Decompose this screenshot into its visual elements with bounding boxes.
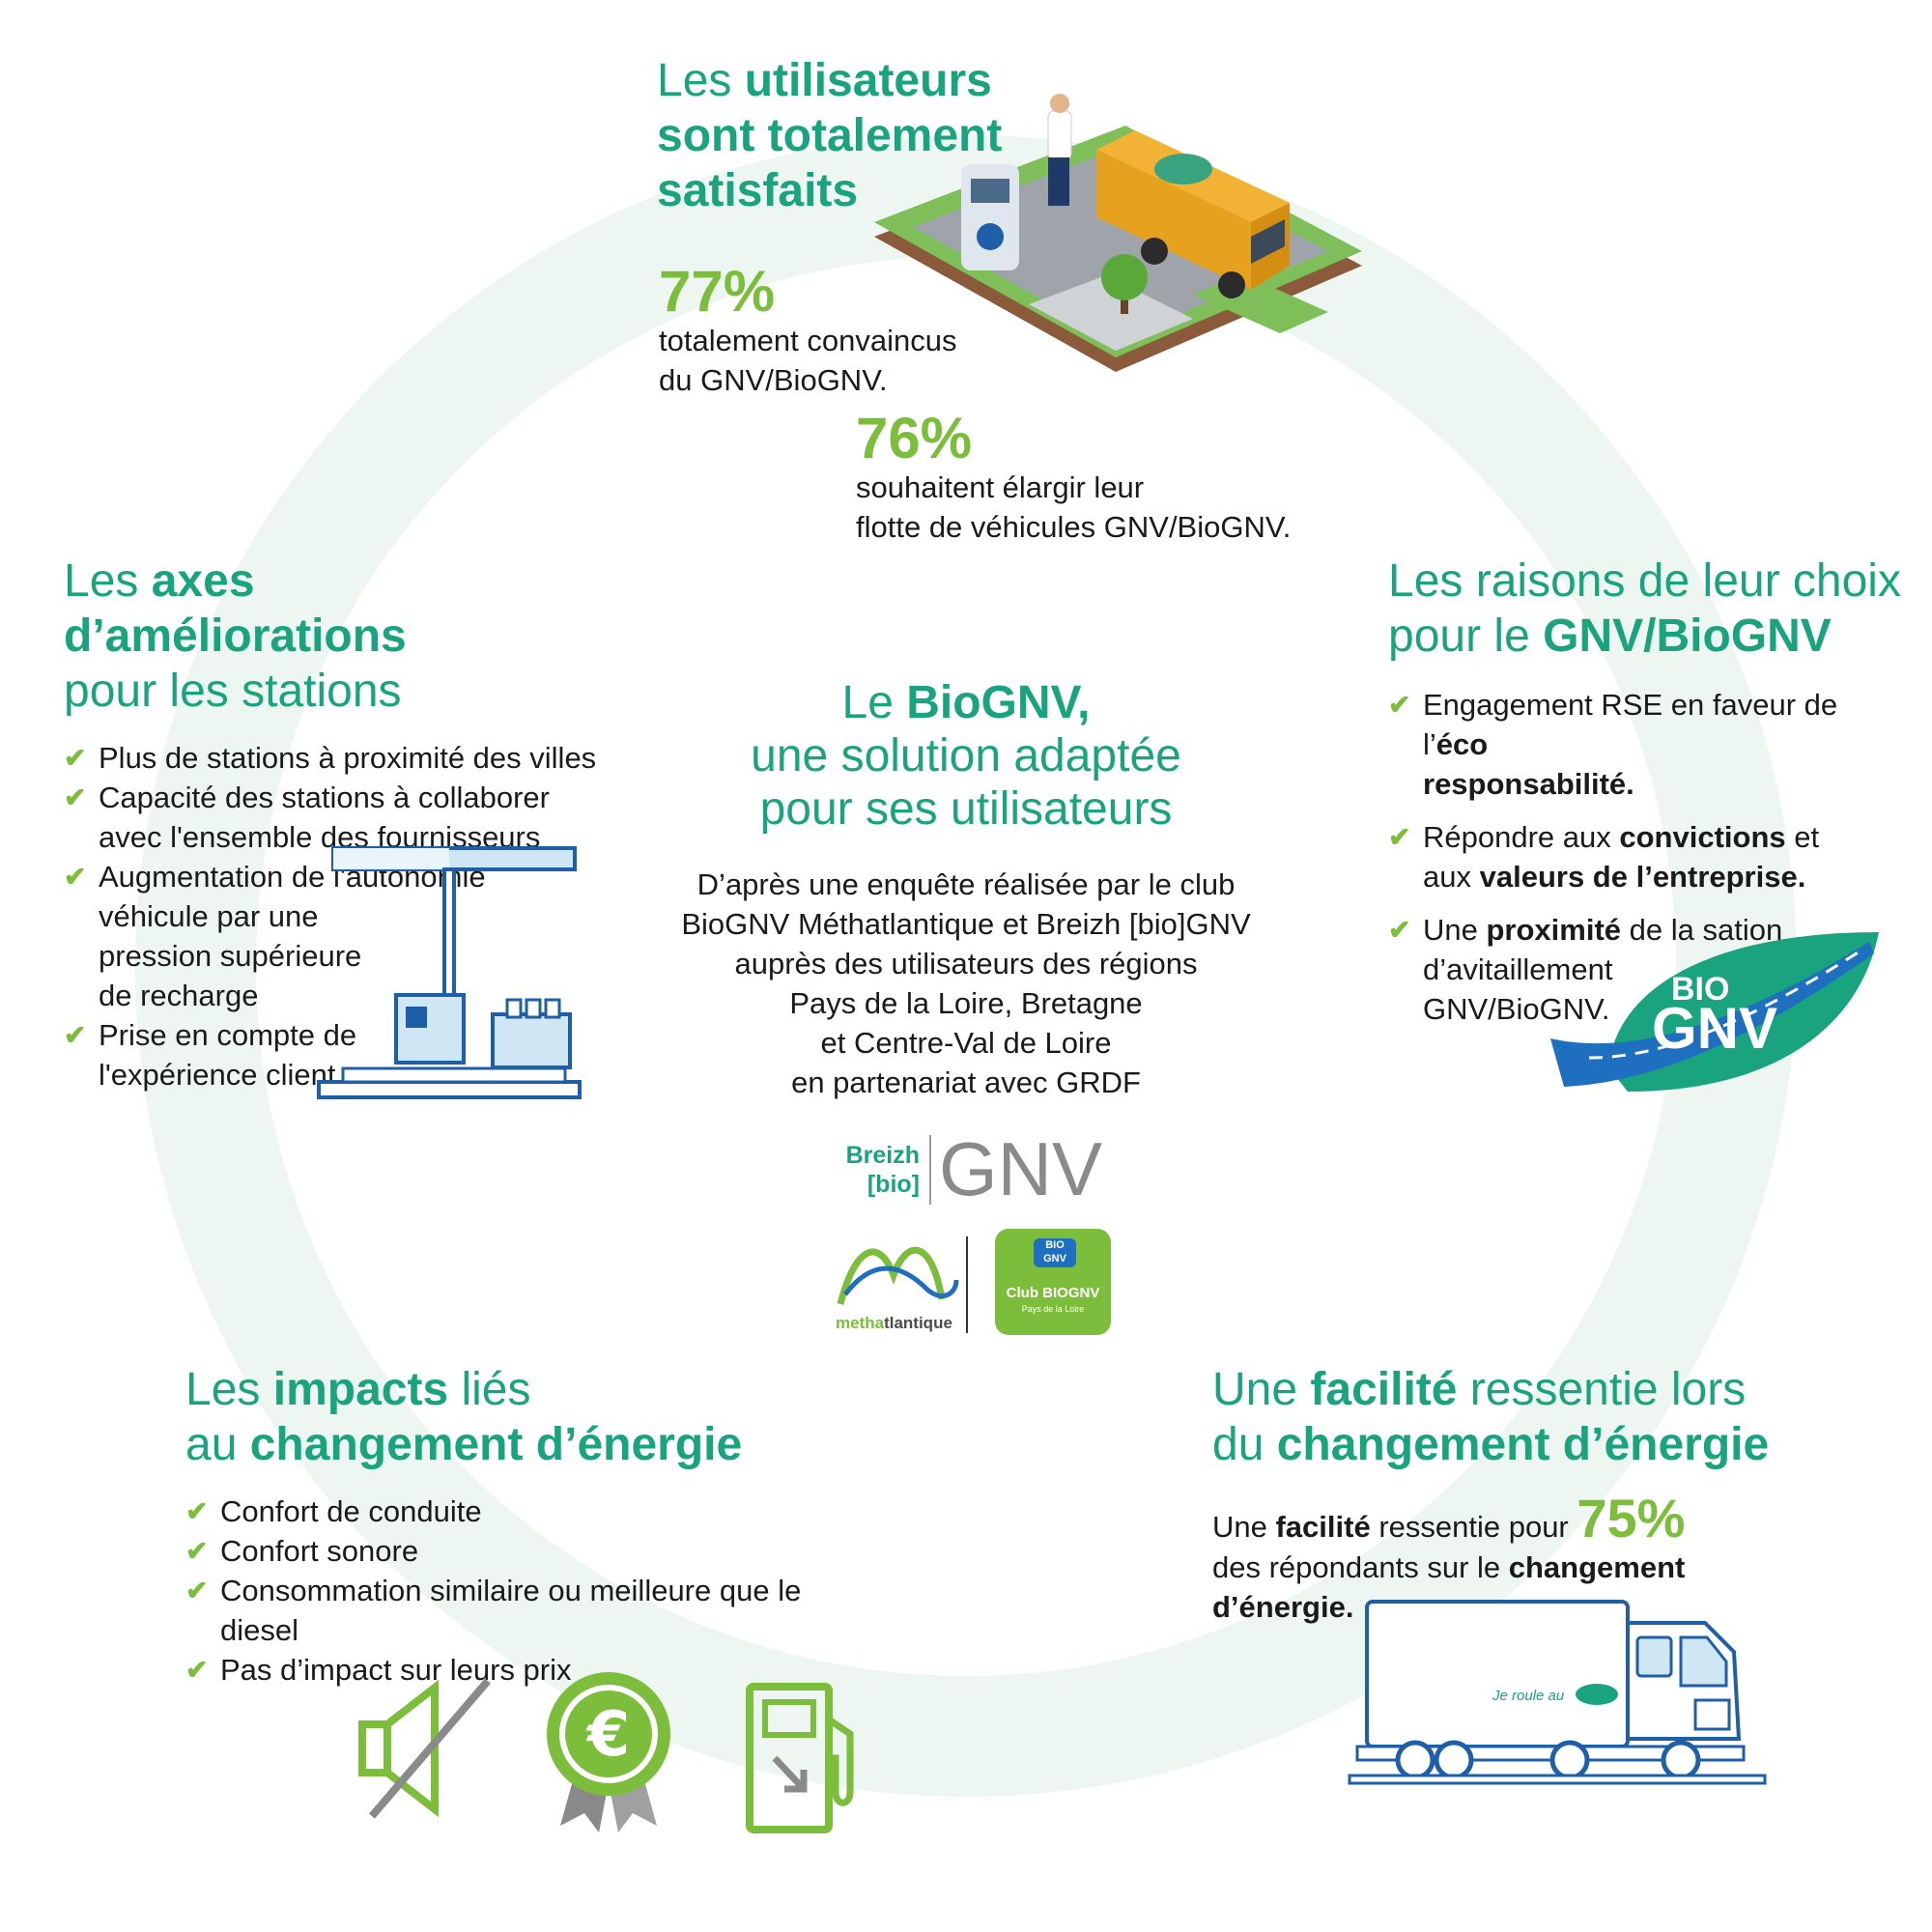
refueling-station-illustration [874, 94, 1362, 372]
left-list: ✔Plus de stations à proximité des villes… [64, 738, 605, 1094]
logo-gnv-text: GNV [939, 1126, 1103, 1211]
euro-badge-icon: € [547, 1672, 670, 1833]
truck-slogan: Je roule au [1492, 1688, 1565, 1704]
methatlantique-wave-icon [837, 1246, 959, 1305]
muted-speaker-icon [358, 1678, 492, 1819]
gas-station-illustration [317, 846, 582, 1099]
check-icon: ✔ [185, 1536, 209, 1566]
bottom-left-section: Les impacts liés au changement d’énergie… [185, 1362, 881, 1690]
left-item-1: ✔Plus de stations à proximité des villes [64, 738, 605, 778]
check-icon: ✔ [64, 782, 87, 812]
top-title: Les utilisateurs sont totalement satisfa… [657, 55, 1003, 216]
stat-77-value: 77% [659, 259, 776, 324]
bottom-right-section: Une facilité ressentie lors du changemen… [1212, 1362, 1889, 1627]
check-icon: ✔ [1388, 822, 1411, 852]
biognv-leaf-logo: BIO GNV [1550, 932, 1879, 1092]
impact-item-4: ✔Pas d’impact sur leurs prix [185, 1650, 881, 1690]
stat-76-value: 76% [856, 406, 973, 470]
impact-item-2: ✔Confort sonore [185, 1531, 881, 1571]
check-icon: ✔ [185, 1496, 209, 1526]
top-section: Les utilisateurs sont totalement satisfa… [657, 53, 1024, 218]
stat-75-value: 75% [1577, 1488, 1686, 1548]
truck-illustration: Je roule au [1348, 1600, 1767, 1785]
methatlantique-logo: methatlantique [836, 1236, 961, 1333]
right-section: Les raisons de leur choix pour le GNV/Bi… [1388, 554, 1910, 1042]
logo-divider [966, 1236, 968, 1333]
check-icon: ✔ [185, 1576, 209, 1605]
impact-item-1: ✔Confort de conduite [185, 1492, 881, 1531]
check-icon: ✔ [64, 862, 87, 892]
breizh-bio-gnv-logo: Breizh[bio] GNV [845, 1126, 1103, 1211]
check-icon: ✔ [1388, 690, 1411, 720]
right-title: Les raisons de leur choix pour le GNV/Bi… [1388, 555, 1901, 662]
left-section: Les axes d’améliorations pour les statio… [64, 554, 605, 1094]
check-icon: ✔ [1388, 915, 1411, 945]
check-icon: ✔ [185, 1655, 209, 1685]
impact-item-3: ✔Consommation similaire ou meilleure que… [185, 1571, 881, 1650]
impacts-title: Les impacts liés au changement d’énergie [185, 1364, 743, 1470]
leaf-gnv-text: GNV [1652, 996, 1777, 1061]
check-icon: ✔ [64, 743, 87, 773]
svg-text:€: € [585, 1699, 631, 1771]
check-icon: ✔ [64, 1020, 87, 1050]
center-title: Le BioGNV, une solution adaptée pour ses… [751, 677, 1181, 835]
center-survey-text: D’après une enquête réalisée par le club… [681, 867, 1251, 1099]
fuel-pump-icon [746, 1683, 854, 1833]
center-section: Le BioGNV, une solution adaptée pour ses… [676, 676, 1256, 1102]
left-title: Les axes d’améliorations pour les statio… [64, 555, 407, 717]
truck-biognv-badge [1576, 1684, 1618, 1705]
ease-body: Une facilité ressentie pour 75% des répo… [1212, 1488, 1686, 1625]
leaf-bio-text: BIO [1671, 971, 1729, 1008]
ease-title: Une facilité ressentie lors du changemen… [1212, 1364, 1770, 1470]
impacts-list: ✔Confort de conduite ✔Confort sonore ✔Co… [185, 1492, 881, 1690]
